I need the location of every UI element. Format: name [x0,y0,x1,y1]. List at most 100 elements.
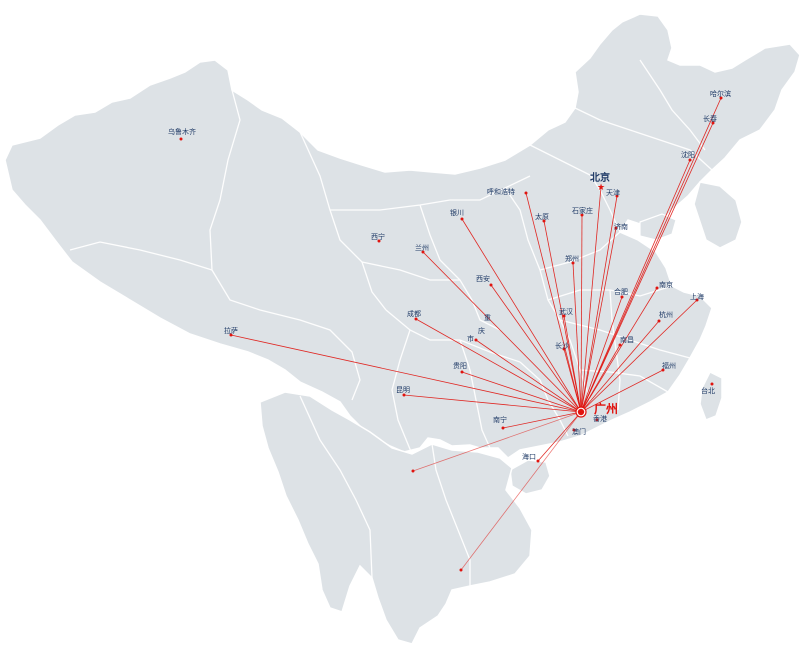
city-label-changsha: 长沙 [555,341,569,350]
route-line-lhasa [230,334,582,413]
route-line-xian [490,284,582,413]
route-line-chengdu [415,318,582,413]
city-dot-guiyang [460,370,464,374]
city-label-xian: 西安 [476,274,490,283]
city-label-macau: 澳门 [572,427,586,436]
route-line-shanghai [580,299,698,413]
city-label-lanzhou: 兰州 [415,243,429,252]
city-dot-shijiazhuang [580,213,584,217]
taiwan-shape [699,370,723,421]
city-dot-hefei [620,295,624,299]
city-dot-urumqi [179,137,183,141]
city-dot-changsha [562,347,566,351]
city-label-nanning: 南宁 [493,415,507,424]
city-label-haikou: 海口 [522,452,536,461]
city-label-yinchuan: 银川 [450,208,464,217]
city-dot-tianjin [615,194,619,198]
city-label-jinan: 济南 [614,222,628,231]
city-label-taiyuan: 太原 [535,212,549,221]
city-dot-yinchuan [460,217,464,221]
city-label-shenyang: 沈阳 [681,150,695,159]
city-label-nanjing: 南京 [659,280,673,289]
city-label-zhengzhou: 郑州 [565,255,579,263]
route-line-guiyang [461,371,582,413]
city-dot-chongqing [474,338,478,342]
circle-icon [577,408,585,416]
city-dot-macau [572,428,576,432]
city-dot-vientiane [411,469,415,473]
route-lines [230,97,722,571]
city-label-chengdu: 成都 [407,309,421,318]
route-line-tianjin [580,195,618,413]
city-label-hohhot: 呼和浩特 [487,187,515,196]
route-line-hcmc [460,411,582,571]
city-label-hongkong: 香港 [593,414,607,423]
city-dot-shenyang [688,158,692,162]
city-labels: 乌鲁木齐哈尔滨长春沈阳北京天津呼和浩特太原石家庄济南银川西宁兰州郑州西安合肥南京… [168,89,731,461]
city-dot-nanjing [655,286,659,290]
route-line-nanchang [580,344,621,413]
star-icon: ★ [597,183,605,193]
city-dot-kunming [402,393,406,397]
city-dot-taiyuan [542,219,546,223]
hainan-shape [509,459,551,495]
route-line-zhengzhou [572,262,582,413]
city-label-taipei: 台北 [701,386,715,395]
route-line-fuzhou [580,369,664,413]
city-dot-haikou [536,459,540,463]
route-line-shenyang [580,159,691,413]
city-dot-lhasa [229,333,233,337]
city-label-hangzhou: 杭州 [659,310,673,319]
city-label-lhasa: 拉萨 [224,326,238,335]
city-label-chongqing-1: 庆 [478,326,485,335]
route-line-hefei [580,296,623,413]
city-label-tianjin: 天津 [606,189,620,197]
route-line-harbin [580,97,722,413]
hub-label: 广州 [594,401,618,416]
route-line-jinan [580,227,617,413]
route-line-vientiane [412,411,582,472]
city-label-chongqing-2: 市 [467,334,474,343]
city-label-hefei: 合肥 [614,287,628,296]
city-dot-nanchang [618,343,622,347]
city-dot-xining [377,239,381,243]
city-dot-xian [489,283,493,287]
province-borders [69,59,713,586]
city-dot-chengdu [414,317,418,321]
route-line-kunming [403,394,582,413]
southeast-asia-shape [259,391,533,645]
city-label-shijiazhuang: 石家庄 [572,206,593,215]
city-label-guiyang: 贵阳 [453,361,467,370]
city-dot-hongkong [595,418,599,422]
city-dot-wuhan [562,314,566,318]
city-dot-hohhot [524,191,528,195]
route-line-shijiazhuang [580,214,583,413]
city-dot-changchun [711,121,715,125]
route-line-wuhan [563,315,582,413]
route-line-hangzhou [580,320,660,413]
city-dot-harbin [719,96,723,100]
city-dot-zhengzhou [571,261,575,265]
route-line-taiyuan [543,220,582,413]
route-line-beijing [580,186,602,413]
korea-shape [693,181,743,249]
city-dot-nanning [501,426,505,430]
land-mass [4,13,801,645]
city-dot-taipei [710,382,714,386]
city-dot-hangzhou [657,319,661,323]
shandong-shape [639,213,677,241]
city-label-beijing: 北京 [590,171,610,184]
city-label-harbin: 哈尔滨 [710,89,731,98]
city-label-chongqing-0: 重 [484,314,491,322]
route-line-haikou [537,411,582,462]
route-line-hohhot [525,192,582,413]
city-label-kunming: 昆明 [396,386,410,394]
route-line-chongqing [475,339,582,413]
city-dot-lanzhou [421,250,425,254]
city-label-fuzhou: 福州 [662,361,676,370]
route-line-changchun [580,122,714,413]
route-line-yinchuan [461,218,582,413]
city-dot-shanghai [695,298,699,302]
route-line-lanzhou [422,251,582,413]
city-dots: ★ [179,96,723,572]
